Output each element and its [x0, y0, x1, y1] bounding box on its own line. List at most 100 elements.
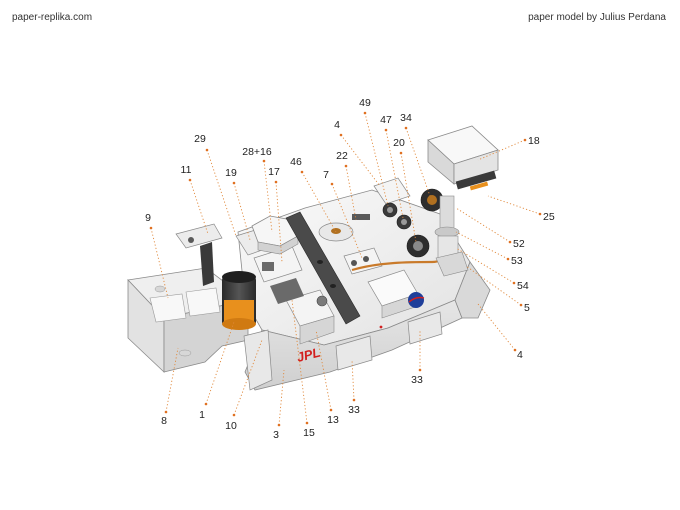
leader-dot — [205, 148, 209, 152]
module-11-hole — [188, 237, 194, 243]
callout-7: 7 — [323, 169, 363, 259]
leader-dot — [519, 303, 523, 307]
leader-line — [385, 129, 404, 219]
callout-label: 47 — [380, 114, 392, 126]
callout-label: 18 — [528, 135, 540, 147]
leader-dot — [512, 281, 516, 285]
jpl-decal: JPL — [295, 345, 322, 365]
leader-dot — [399, 151, 403, 155]
callout-15: 15 — [291, 299, 315, 439]
leader-line — [301, 171, 337, 233]
leader-line — [477, 303, 516, 351]
callout-label: 5 — [524, 302, 530, 314]
leader-dot — [274, 180, 278, 184]
module-4-top — [373, 177, 411, 205]
callout-28_16: 28+16 — [242, 146, 273, 233]
callout-label: 33 — [348, 404, 360, 416]
leader-dot — [232, 181, 236, 185]
leader-dot — [404, 126, 408, 130]
mast-5 — [435, 251, 469, 277]
leader-line — [165, 347, 179, 413]
callout-label: 54 — [517, 280, 529, 292]
callout-29: 29 — [194, 133, 237, 237]
leader-dot — [188, 178, 192, 182]
callout-9: 9 — [145, 212, 169, 299]
disc-7-core — [331, 228, 341, 234]
leader-dot — [506, 257, 510, 261]
callout-label: 9 — [145, 212, 151, 224]
module-22-strip — [352, 214, 370, 220]
callout-46: 46 — [290, 156, 337, 233]
panel-dot — [379, 325, 383, 329]
callout-label: 4 — [517, 349, 523, 361]
module-20-ring — [413, 241, 423, 251]
leader-dot — [329, 408, 333, 412]
bar-46-hole — [330, 284, 336, 288]
leader-line — [455, 247, 515, 284]
callout-label: 53 — [511, 255, 523, 267]
callout-label: 7 — [323, 169, 329, 181]
callout-label: 3 — [273, 429, 279, 441]
callout-10: 10 — [225, 339, 263, 432]
leader-line — [351, 359, 355, 401]
leader-line — [487, 195, 541, 215]
leader-dot — [508, 240, 512, 244]
module-13-side — [299, 315, 335, 345]
callout-4b: 4 — [477, 303, 523, 361]
camera-head-side — [453, 149, 499, 185]
callout-label: 8 — [161, 415, 167, 427]
callout-11: 11 — [181, 164, 209, 235]
callout-5: 5 — [465, 265, 530, 314]
leader-line — [455, 207, 511, 243]
callout-label: 19 — [225, 167, 237, 179]
tray-bracket — [243, 329, 273, 391]
leader-dot — [164, 410, 168, 414]
leader-line — [405, 127, 431, 197]
leader-dot — [339, 133, 343, 137]
author-credit: paper model by Julius Perdana — [528, 12, 666, 23]
callout-label: 10 — [225, 420, 237, 432]
leader-dot — [330, 182, 334, 186]
callout-label: 25 — [543, 211, 555, 223]
callout-33a: 33 — [411, 330, 423, 386]
callout-25: 25 — [487, 195, 555, 223]
bar-46-hole — [317, 260, 323, 264]
callout-33b: 33 — [348, 359, 360, 416]
leader-dot — [363, 111, 367, 115]
spool-1-bottom — [222, 318, 256, 330]
module-47-ring — [401, 219, 407, 225]
mast-52 — [439, 195, 455, 231]
leader-dot — [384, 128, 388, 132]
callout-49: 49 — [359, 97, 389, 207]
leader-line — [345, 165, 357, 221]
callout-20: 20 — [393, 137, 417, 243]
rover-model: JPL — [127, 125, 499, 391]
module-22-dial — [363, 256, 369, 262]
callout-8: 8 — [161, 347, 179, 427]
callout-label: 11 — [181, 164, 192, 176]
camera-lens-strip — [455, 170, 497, 190]
side-box-33b — [407, 311, 443, 345]
callout-label: 13 — [327, 414, 339, 426]
leader-line — [465, 265, 522, 306]
callout-4: 4 — [334, 119, 381, 187]
module-15 — [270, 278, 304, 304]
leader-dot — [538, 212, 542, 216]
leader-line — [364, 112, 389, 207]
callout-label: 22 — [336, 150, 348, 162]
nasa-logo-swoosh — [408, 296, 425, 303]
leader-line — [291, 299, 308, 424]
callout-13: 13 — [315, 329, 339, 426]
module-11 — [175, 223, 223, 249]
leader-dot — [277, 423, 281, 427]
callout-label: 15 — [303, 427, 315, 439]
callout-label: 17 — [268, 166, 280, 178]
leader-line — [189, 179, 209, 235]
callout-34: 34 — [400, 112, 431, 197]
tray-port — [154, 285, 166, 293]
callout-3: 3 — [273, 369, 285, 441]
callout-17: 17 — [268, 166, 283, 263]
module-11-mast — [200, 242, 214, 286]
